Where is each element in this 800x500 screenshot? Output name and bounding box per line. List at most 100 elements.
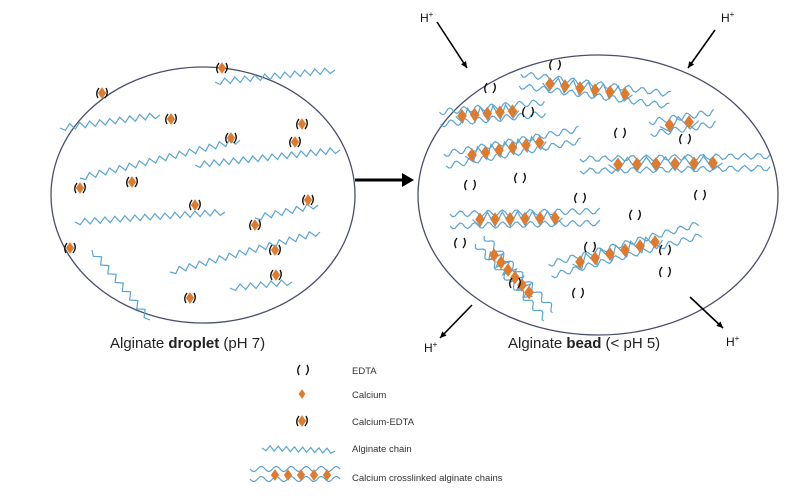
alginate-chain [455, 103, 520, 124]
edta-icon [249, 219, 261, 231]
calcium-icon [664, 118, 675, 132]
crosslinked-chain [249, 476, 341, 482]
calcium-icon [535, 211, 545, 226]
calcium-icon [650, 235, 660, 249]
alginate-chain [254, 203, 319, 221]
edta-icon [484, 82, 496, 94]
calcium-edta-icon [166, 113, 176, 125]
alginate-chain [542, 76, 633, 102]
edta-icon [614, 127, 626, 139]
crosslinked-chain [249, 466, 341, 472]
alginate-chain [608, 155, 723, 173]
legend-label-calcium-edta: Calcium-EDTA [352, 417, 415, 428]
calcium-icon [494, 143, 504, 157]
edta-icon [454, 237, 466, 249]
calcium-icon [670, 156, 680, 171]
calcium-icon [590, 83, 600, 97]
calcium-icon [605, 247, 615, 261]
calcium-icon [503, 263, 513, 277]
crosslinked-chain [650, 120, 716, 138]
bead-outline [417, 54, 779, 336]
calcium-edta-icon [250, 219, 260, 231]
edta-icon [289, 136, 301, 148]
alginate-chain [79, 138, 241, 181]
alginate-chain [464, 135, 547, 163]
edta-icon [74, 182, 86, 194]
alginate-chain [572, 235, 664, 270]
edta-icon [584, 241, 596, 253]
edta-icon [225, 132, 237, 144]
calcium-icon [480, 145, 491, 160]
calcium-edta-icon [217, 62, 227, 74]
calcium-icon [545, 77, 555, 91]
proton-arrowhead [716, 321, 723, 328]
calcium-icon [521, 138, 531, 152]
alginate-chain [74, 208, 226, 226]
bead-contents [438, 59, 771, 322]
edta-icon [629, 209, 641, 221]
alginate-chain [169, 230, 321, 275]
calcium-icon [507, 140, 518, 155]
arrows [355, 21, 724, 339]
crosslinked-chain [438, 99, 545, 116]
droplet-outline [50, 66, 356, 324]
calcium-edta-icon [226, 132, 236, 144]
droplet-contents [59, 62, 341, 321]
calcium-icon [496, 255, 506, 270]
calcium-icon [651, 156, 661, 171]
edta-icon [679, 133, 691, 145]
edta-icon [165, 113, 177, 125]
edta-icon [514, 172, 526, 184]
crosslinked-chain [579, 152, 771, 163]
calcium-icon [510, 270, 520, 285]
calcium-edta-icon [185, 292, 195, 304]
proton-arrowhead [461, 61, 467, 68]
crosslinked-chain [440, 111, 547, 128]
crosslinked-chain [483, 235, 553, 314]
edta-icon [572, 287, 584, 299]
crosslinked-chain [548, 222, 700, 267]
alginate-chain [659, 115, 700, 133]
alginate-chain [261, 444, 336, 455]
edta-icon [574, 192, 586, 204]
calcium-icon [309, 469, 319, 481]
edta-icon [659, 266, 671, 278]
edta-icon [269, 244, 281, 256]
calcium-edta-icon [190, 199, 200, 211]
proton-arrow [689, 296, 724, 329]
crosslinked-chain [648, 108, 715, 126]
edta-icon [189, 199, 201, 211]
edta-icon [126, 176, 138, 188]
edta-icon [297, 364, 309, 376]
calcium-icon [296, 469, 306, 481]
alginate-chain [194, 147, 341, 169]
proton-label-bottom-left: H+ [424, 340, 438, 355]
calcium-edta-icon [297, 118, 307, 130]
crosslinked-chain [443, 125, 579, 157]
proton-arrow [436, 21, 468, 69]
edta-icon [522, 106, 534, 118]
calcium-icon [689, 156, 699, 171]
calcium-icon [524, 285, 534, 300]
proton-arrowhead [688, 61, 695, 68]
edta-icon [464, 179, 476, 191]
calcium-icon [575, 81, 585, 95]
calcium-icon [298, 389, 306, 399]
proton-arrowhead [440, 331, 447, 338]
calcium-edta-icon [297, 415, 307, 427]
proton-label-bottom-right: H+ [726, 334, 740, 349]
legend-symbols [249, 364, 341, 482]
calcium-icon [467, 148, 477, 162]
legend-label-calcium: Calcium [352, 390, 386, 401]
calcium-icon [489, 248, 499, 262]
edta-icon [659, 244, 671, 256]
edta-icon [296, 415, 308, 427]
calcium-icon [684, 115, 694, 129]
calcium-icon [283, 469, 293, 481]
calcium-icon [620, 243, 630, 257]
edta-icon [216, 62, 228, 74]
calcium-icon [560, 79, 570, 93]
edta-icon [549, 59, 561, 71]
calcium-icon [632, 157, 642, 171]
